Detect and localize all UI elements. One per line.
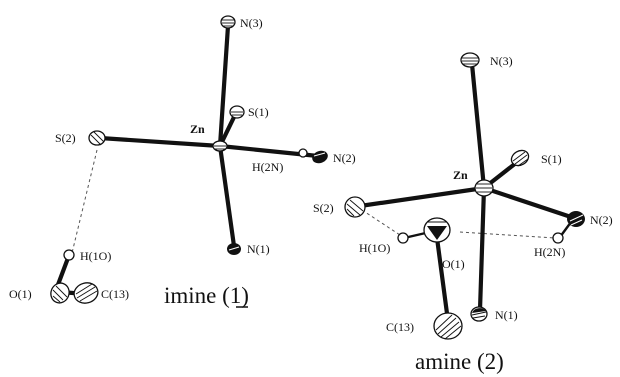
atom-h1o xyxy=(63,249,75,261)
atom-s1 xyxy=(510,149,530,167)
label-n3: N(3) xyxy=(240,16,263,30)
label-s2: S(2) xyxy=(55,131,76,145)
atom-s2 xyxy=(88,130,106,146)
atom-n1 xyxy=(470,306,488,322)
atom-o1 xyxy=(50,282,70,304)
bond-zn-n1 xyxy=(477,185,487,313)
atom-h1o xyxy=(397,232,409,244)
caption-amine: amine (2) xyxy=(415,349,504,374)
atom-n3 xyxy=(460,52,480,68)
label-n2: N(2) xyxy=(333,151,356,165)
label-h2n: H(2N) xyxy=(252,160,283,174)
label-c13: C(13) xyxy=(386,320,414,334)
atom-h2n xyxy=(552,232,564,244)
hydrogen-bond-s2-h1o xyxy=(361,209,404,238)
label-s2: S(2) xyxy=(313,201,334,215)
atom-n2 xyxy=(567,211,585,227)
hydrogen-bond-o1-h2n xyxy=(459,231,556,239)
atom-o1 xyxy=(423,217,451,243)
atom-c13 xyxy=(73,282,99,304)
hydrogen-bond-s2-h1o xyxy=(71,149,98,254)
atom-s2 xyxy=(344,196,366,218)
atom-zn xyxy=(212,140,228,152)
bond-zn-s2 xyxy=(357,185,487,209)
label-h1o: H(1O) xyxy=(80,249,111,263)
atom-n3 xyxy=(220,15,236,29)
label-h2n: H(2N) xyxy=(534,245,565,259)
label-h1o: H(1O) xyxy=(359,241,390,255)
label-s1: S(1) xyxy=(541,152,562,166)
atom-zn xyxy=(474,179,494,197)
atom-s1 xyxy=(229,105,245,119)
atom-c13 xyxy=(433,312,463,340)
bond-zn-n3 xyxy=(217,23,231,149)
caption-imine: imine (1) xyxy=(164,283,249,308)
label-zn: Zn xyxy=(190,122,205,136)
bond-zn-n1 xyxy=(217,143,237,249)
bond-zn-n3 xyxy=(469,61,487,191)
label-n2: N(2) xyxy=(590,213,613,227)
label-n1: N(1) xyxy=(247,242,270,256)
atom-h2n xyxy=(298,148,308,158)
label-zn: Zn xyxy=(453,168,468,182)
label-c13: C(13) xyxy=(101,287,129,301)
bond-zn-n2 xyxy=(481,185,577,221)
bond-zn-s2 xyxy=(97,135,223,149)
label-n3: N(3) xyxy=(490,54,513,68)
label-n1: N(1) xyxy=(495,308,518,322)
amine-structure: N(3) S(1) S(2) Zn N(2) H(2N) H(1O) O(1) … xyxy=(313,52,613,374)
label-s1: S(1) xyxy=(248,105,269,119)
atom-n2 xyxy=(312,150,328,164)
label-o1: O(1) xyxy=(442,257,465,271)
atom-n1 xyxy=(227,243,241,255)
imine-structure: N(3) S(1) S(2) Zn H(2N) N(2) N(1) H(1O) … xyxy=(9,15,356,308)
label-o1: O(1) xyxy=(9,287,32,301)
bond-o1-c13 xyxy=(434,235,451,324)
